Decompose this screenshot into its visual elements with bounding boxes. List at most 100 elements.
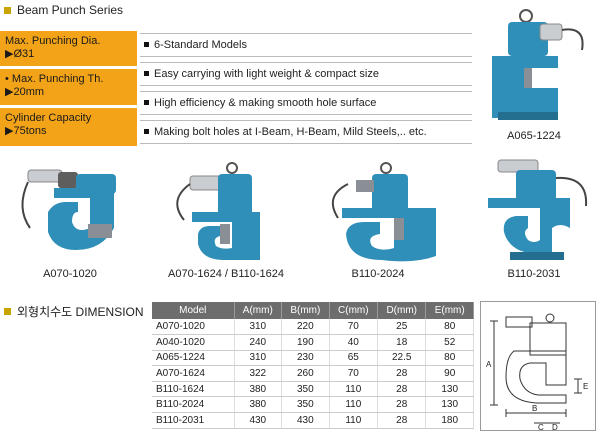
table-cell: 70 — [329, 365, 379, 382]
machine-photo-a065-1224 — [492, 9, 584, 120]
title-bullet-icon — [4, 308, 11, 315]
table-cell: 90 — [425, 365, 474, 382]
bullet-icon — [144, 99, 149, 105]
feature-text: Easy carrying with light weight & compac… — [154, 68, 379, 80]
dim-label-c: C — [538, 423, 544, 431]
spec-value: ▶20mm — [5, 86, 45, 98]
table-cell: B110-2024 — [152, 396, 235, 414]
spec-value: ▶75tons — [5, 125, 47, 137]
feature-text: Making bolt holes at I-Beam, H-Beam, Mil… — [154, 126, 427, 138]
table-cell: 350 — [281, 381, 330, 398]
machine-photo-b110-2024 — [331, 162, 436, 262]
bullet-icon — [144, 41, 149, 47]
dimension-drawing-frame — [480, 301, 596, 431]
table-cell: 80 — [425, 319, 474, 336]
bullet-icon — [144, 128, 149, 134]
model-caption: A070-1624 / B110-1624 — [168, 268, 284, 280]
spec-box-punching-th: • Max. Punching Th. ▶20mm — [0, 69, 137, 105]
machine-photo-a070-1020 — [21, 169, 116, 250]
table-cell: 380 — [234, 396, 283, 414]
table-cell: 310 — [234, 319, 283, 336]
dim-label-b: B — [532, 404, 537, 413]
table-cell: 110 — [329, 412, 379, 429]
table-cell: 18 — [377, 334, 427, 351]
table-cell: 80 — [425, 350, 474, 367]
model-caption: A070-1020 — [43, 268, 97, 280]
feature-item: Making bolt holes at I-Beam, H-Beam, Mil… — [140, 120, 472, 144]
model-caption: B110-2031 — [507, 268, 561, 280]
table-cell: 322 — [234, 365, 283, 382]
table-cell: 430 — [234, 412, 283, 429]
model-caption: B110-2024 — [351, 268, 405, 280]
feature-text: 6-Standard Models — [154, 39, 247, 51]
table-cell: 52 — [425, 334, 474, 351]
spec-box-punching-dia: Max. Punching Dia. ▶Ø31 — [0, 31, 137, 66]
table-cell: 180 — [425, 412, 474, 429]
col-header: B(mm) — [281, 302, 330, 319]
col-header: D(mm) — [377, 302, 427, 319]
table-cell: 350 — [281, 396, 330, 414]
feature-item: Easy carrying with light weight & compac… — [140, 62, 472, 86]
feature-item: High efficiency & making smooth hole sur… — [140, 91, 472, 115]
dim-label-d: D — [552, 423, 558, 431]
spec-label: Max. Punching Dia. — [5, 35, 101, 47]
col-header: Model — [152, 302, 235, 319]
table-cell: 130 — [425, 396, 474, 414]
dimension-table: Model A(mm) B(mm) C(mm) D(mm) E(mm) A070… — [152, 302, 474, 429]
table-cell: A065-1224 — [152, 350, 235, 367]
title-bullet-icon — [4, 6, 11, 14]
series-title: Beam Punch Series — [4, 3, 123, 17]
table-cell: B110-1624 — [152, 381, 235, 398]
table-cell: 65 — [329, 350, 379, 367]
table-cell: 220 — [281, 319, 330, 336]
table-cell: 110 — [329, 396, 379, 414]
table-cell: 430 — [281, 412, 330, 429]
table-cell: B110-2031 — [152, 412, 235, 429]
dimension-drawing: A B C D E — [486, 313, 588, 431]
feature-text: High efficiency & making smooth hole sur… — [154, 97, 377, 109]
dimension-title-text: 외형치수도 DIMENSION — [17, 305, 144, 319]
spec-value: ▶Ø31 — [5, 48, 35, 60]
spec-label: Cylinder Capacity — [5, 112, 92, 124]
table-cell: 28 — [377, 381, 427, 398]
table-cell: 28 — [377, 412, 427, 429]
bullet-icon — [144, 70, 149, 76]
table-cell: A040-1020 — [152, 334, 235, 351]
table-cell: 230 — [281, 350, 330, 367]
machine-photo-a070-1624 — [176, 162, 260, 260]
table-header-row: Model A(mm) B(mm) C(mm) D(mm) E(mm) — [152, 302, 474, 319]
col-header: C(mm) — [329, 302, 379, 319]
dim-label-e: E — [583, 382, 588, 391]
table-cell: 380 — [234, 381, 283, 398]
table-cell: 240 — [234, 334, 283, 351]
table-cell: 130 — [425, 381, 474, 398]
table-cell: A070-1624 — [152, 365, 235, 382]
series-title-text: Beam Punch Series — [17, 3, 124, 17]
table-cell: 310 — [234, 350, 283, 367]
table-cell: 40 — [329, 334, 379, 351]
col-header: A(mm) — [234, 302, 283, 319]
dimension-title: 외형치수도 DIMENSION — [4, 303, 144, 320]
feature-item: 6-Standard Models — [140, 33, 472, 57]
table-cell: A070-1020 — [152, 319, 235, 336]
table-cell: 190 — [281, 334, 330, 351]
model-caption-top: A065-1224 — [507, 130, 561, 142]
col-header: E(mm) — [425, 302, 474, 319]
table-cell: 25 — [377, 319, 427, 336]
spec-label: • Max. Punching Th. — [5, 73, 104, 85]
table-cell: 70 — [329, 319, 379, 336]
table-cell: 28 — [377, 396, 427, 414]
table-cell: 22.5 — [377, 350, 427, 367]
table-cell: 260 — [281, 365, 330, 382]
table-cell: 28 — [377, 365, 427, 382]
table-cell: 110 — [329, 381, 379, 398]
spec-box-cylinder: Cylinder Capacity ▶75tons — [0, 108, 137, 146]
dim-label-a: A — [486, 360, 492, 369]
